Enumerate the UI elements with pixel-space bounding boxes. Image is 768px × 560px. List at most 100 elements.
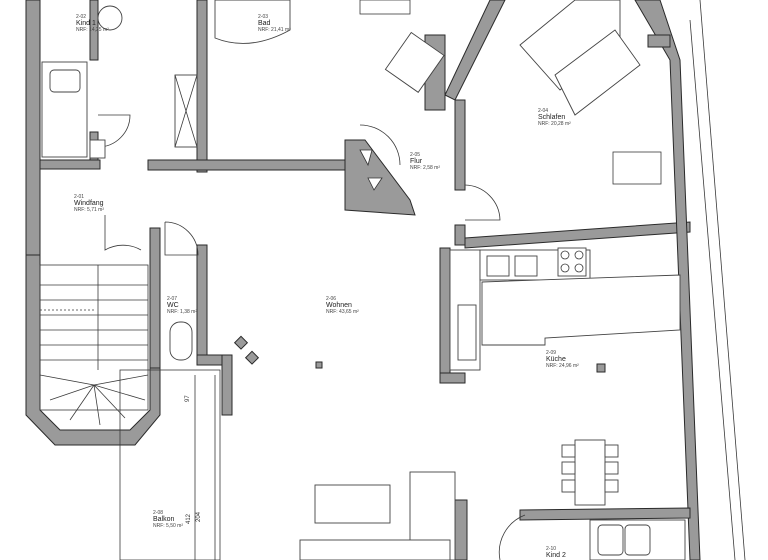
chair-3 bbox=[561, 479, 576, 493]
dimension-label: 97 bbox=[185, 395, 191, 402]
room-name: Bad bbox=[258, 20, 271, 27]
wall-kind2-top bbox=[519, 507, 691, 521]
room-wohnen: 2-06 Wohnen NRF: 43,65 m² bbox=[326, 296, 359, 315]
roof-edge-line bbox=[699, 0, 746, 560]
door-flur bbox=[359, 124, 401, 166]
room-area: NRF: 2,58 m² bbox=[410, 165, 441, 171]
bed-schlafen bbox=[519, 0, 621, 91]
room-number: 2-07 bbox=[167, 296, 178, 302]
pillow-kind1 bbox=[49, 69, 81, 93]
wall-corner-top-right bbox=[647, 34, 671, 48]
wall-kind1-bottom bbox=[39, 159, 101, 170]
room-name: Schlafen bbox=[538, 114, 566, 121]
room-number: 2-10 bbox=[546, 546, 557, 552]
wall-kind1-right bbox=[89, 0, 99, 61]
room-name: Kind 2 bbox=[546, 552, 566, 559]
toilet bbox=[169, 321, 193, 361]
door-wc bbox=[164, 221, 199, 256]
roof-edge-line-2 bbox=[689, 19, 736, 560]
wall-stair-tower bbox=[25, 254, 161, 446]
wall-kueche-left bbox=[439, 247, 451, 384]
chair-5 bbox=[604, 461, 619, 475]
chair-2 bbox=[561, 461, 576, 475]
sofa-2 bbox=[299, 539, 451, 560]
room-area: NRF: 43,65 m² bbox=[326, 309, 359, 315]
room-bad: 2-03 Bad NRF: 21,41 m² bbox=[258, 14, 291, 33]
dimension-label: 204 bbox=[196, 511, 202, 522]
wall-left-outer bbox=[25, 0, 41, 256]
skylight-schlafen bbox=[612, 151, 662, 185]
room-kueche: 2-09 Küche NRF: 24,96 m² bbox=[546, 350, 579, 369]
chair-1 bbox=[561, 444, 576, 458]
staircase bbox=[39, 264, 149, 426]
room-name: Kind 1 bbox=[76, 20, 96, 27]
room-number: 2-08 bbox=[153, 510, 164, 516]
bathtub bbox=[214, 0, 291, 44]
chair-4 bbox=[604, 444, 619, 458]
door-windfang bbox=[104, 215, 142, 251]
wall-wc-right bbox=[196, 244, 208, 366]
room-balkon: 2-08 Balkon NRF: 5,50 m² bbox=[153, 510, 183, 529]
skylight-bad bbox=[359, 0, 411, 15]
room-number: 2-02 bbox=[76, 14, 87, 20]
room-area: NRF: 5,50 m² bbox=[153, 523, 184, 529]
wall-flur-right-low bbox=[454, 224, 466, 246]
room-flur: 2-05 Flur NRF: 2,58 m² bbox=[410, 152, 440, 171]
wall-wc-left bbox=[149, 227, 161, 369]
bed-schlafen-2 bbox=[554, 29, 641, 116]
sink-2 bbox=[514, 255, 538, 277]
column-wohnen-1 bbox=[233, 335, 249, 350]
room-number: 2-05 bbox=[410, 152, 421, 158]
room-area: NRF: 20,28 m² bbox=[538, 121, 571, 127]
room-area: NRF: 5,71 m² bbox=[74, 207, 105, 213]
wall-bad-left bbox=[196, 0, 208, 173]
coffee-table bbox=[314, 484, 391, 524]
dining-table bbox=[574, 439, 606, 506]
wall-bad-bottom bbox=[147, 159, 349, 171]
wall-flur-shaft bbox=[344, 139, 416, 216]
room-area: NRF: 24,96 m² bbox=[546, 363, 579, 369]
shaft-opening bbox=[359, 149, 373, 167]
room-windfang: 2-01 Windfang NRF: 5,71 m² bbox=[74, 194, 104, 213]
wall-kueche-left-foot bbox=[439, 372, 466, 384]
room-name: Flur bbox=[410, 158, 423, 165]
cabinet-kind1 bbox=[89, 139, 106, 159]
chair-kind1 bbox=[97, 5, 123, 31]
wall-balkon-right bbox=[221, 354, 233, 416]
column-kueche bbox=[596, 363, 606, 373]
room-number: 2-09 bbox=[546, 350, 557, 356]
room-area: NRF: 21,41 m² bbox=[258, 27, 291, 33]
room-area: NRF: 1,38 m² bbox=[167, 309, 198, 315]
room-number: 2-06 bbox=[326, 296, 337, 302]
column-wohnen-3 bbox=[315, 361, 323, 369]
room-name: Küche bbox=[546, 356, 566, 363]
kitchen-island bbox=[481, 274, 681, 346]
sink bbox=[486, 255, 510, 277]
room-wc: 2-07 WC NRF: 1,38 m² bbox=[167, 296, 197, 315]
room-kind1: 2-02 Kind 1 NRF: 14,25 m² bbox=[76, 14, 109, 33]
balkon-outline bbox=[119, 369, 221, 560]
shaft-opening-2 bbox=[367, 177, 383, 191]
wall-schlafen-diagonal bbox=[444, 0, 506, 101]
dimension-label: 412 bbox=[186, 513, 192, 524]
room-number: 2-04 bbox=[538, 108, 549, 114]
room-number: 2-01 bbox=[74, 194, 85, 200]
wall-flur-right bbox=[454, 99, 466, 191]
column-wohnen-2 bbox=[244, 350, 260, 365]
wall-right-outer bbox=[634, 0, 701, 560]
room-schlafen: 2-04 Schlafen NRF: 20,28 m² bbox=[538, 108, 571, 127]
room-name: WC bbox=[167, 302, 179, 309]
room-kind2: 2-10 Kind 2 bbox=[546, 546, 566, 559]
wall-kind2-left bbox=[454, 499, 468, 560]
room-name: Balkon bbox=[153, 516, 175, 523]
door-kind2 bbox=[498, 514, 526, 560]
pillow-kind2 bbox=[597, 524, 624, 556]
wall-schlafen-bottom bbox=[464, 221, 691, 249]
room-name: Wohnen bbox=[326, 302, 352, 309]
room-number: 2-03 bbox=[258, 14, 269, 20]
room-area: NRF: 14,25 m² bbox=[76, 27, 109, 33]
pillow-kind2-b bbox=[624, 524, 651, 556]
room-name: Windfang bbox=[74, 200, 104, 207]
door-schlafen bbox=[464, 184, 501, 221]
